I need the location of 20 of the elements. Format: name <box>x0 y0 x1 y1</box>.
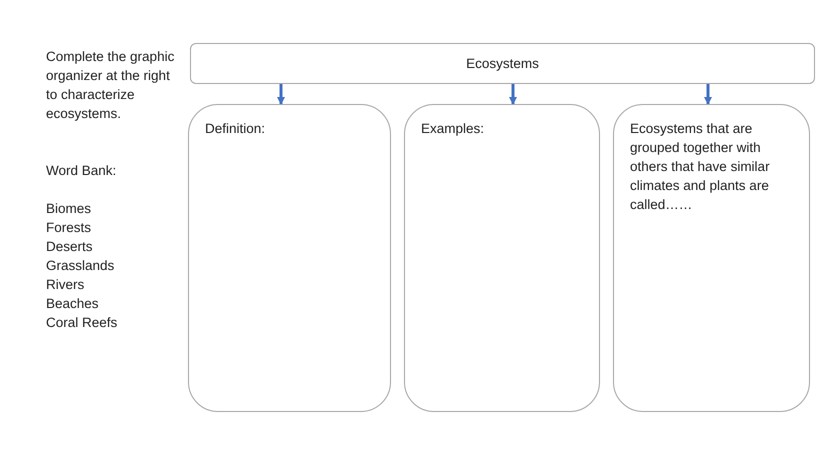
answer-box <box>404 104 600 412</box>
prompt-text: Definition: <box>205 120 266 138</box>
arrow <box>277 84 285 105</box>
box-heading: Ecosystems <box>466 55 539 73</box>
word-bank-item: Rivers <box>46 276 86 294</box>
word-bank-item: Deserts <box>46 238 94 256</box>
prompt-text: Examples: <box>421 120 486 138</box>
word-bank-item: Coral Reefs <box>46 314 118 332</box>
word-bank-heading: Word Bank: <box>46 162 118 180</box>
instruction-text: Complete the graphic organizer at the right to characterize ecosystems. <box>46 48 176 123</box>
answer-box <box>613 104 810 412</box>
arrow <box>704 84 712 105</box>
prompt-text: Ecosystems that are grouped together with others that have similar climates and plants are called…… <box>630 120 771 214</box>
word-bank-item: Grasslands <box>46 257 116 275</box>
title-box <box>190 43 815 84</box>
arrow <box>509 84 517 105</box>
word-bank-item: Forests <box>46 219 92 237</box>
word-bank-item: Beaches <box>46 295 100 313</box>
answer-box <box>188 104 391 412</box>
word-bank-item: Biomes <box>46 200 92 218</box>
